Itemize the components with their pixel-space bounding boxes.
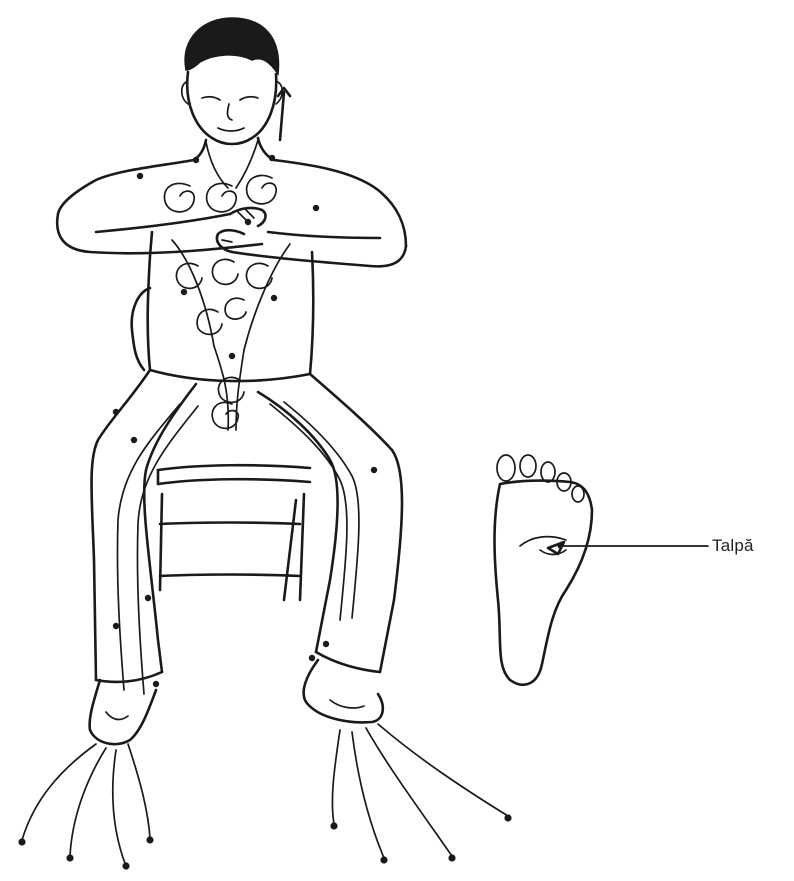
energy-roots xyxy=(22,724,508,866)
head xyxy=(182,18,283,144)
foot-sole-diagram xyxy=(495,455,709,685)
arms xyxy=(57,208,406,266)
chair xyxy=(132,288,310,600)
neck-arrow xyxy=(278,88,290,140)
feet xyxy=(90,660,383,744)
sole-label: Talpă xyxy=(712,536,754,556)
legs xyxy=(92,370,403,694)
